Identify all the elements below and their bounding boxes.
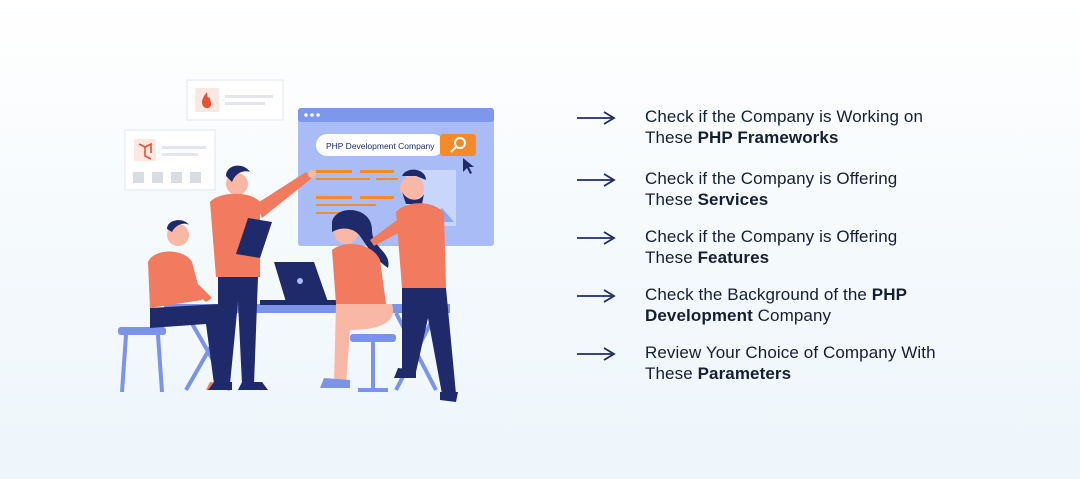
stools [118,327,396,393]
list-item-text: Check if the Company is Offering These F… [645,226,897,268]
laravel-card [124,129,216,191]
list-item-line1: Check if the Company is Working on [645,107,924,126]
arrow-right-icon [577,347,616,361]
list-item-line2: These [645,128,698,147]
person-standing-right [370,169,458,402]
list-item-text: Review Your Choice of Company With These… [645,342,936,384]
list-item-text: Check if the Company is Working on These… [645,106,923,148]
list-item-line1: Review Your Choice of Company With [645,343,936,362]
person-seated-woman [320,210,394,388]
list-item-text: Check the Background of the PHP Developm… [645,284,907,326]
list-item-line2: Company [752,306,832,325]
list-item-line1: Check if the Company is Offering [645,227,898,246]
list-item: Check if the Company is Offering These S… [576,168,1046,210]
list-item-text: Check if the Company is Offering These S… [645,168,897,210]
list-item-bold: Parameters [697,364,792,383]
person-standing-tablet [208,165,316,390]
list-item: Check the Background of the PHP Developm… [576,284,1046,326]
list-item-bold: Features [697,248,770,267]
flame-icon [202,92,212,109]
team-illustration: PHP Development Company [118,79,494,402]
search-text: PHP Development Company [326,141,435,151]
list-item-bold: Services [697,190,769,209]
list-item-line1: Check the Background of the [645,285,872,304]
list-item-line2: These [645,248,698,267]
list-item: Review Your Choice of Company With These… [576,342,1046,384]
list-item-bold: Development [645,306,753,325]
arrow-right-icon [577,289,616,303]
list-item-line1: Check if the Company is Offering [645,169,898,188]
magnifier-icon [454,137,466,149]
checklist: Check if the Company is Working on These… [576,106,1046,400]
list-item-bold: PHP Frameworks [697,128,839,147]
laravel-icon [138,142,152,160]
arrow-right-icon [577,173,616,187]
cursor-icon [463,158,474,174]
list-item-bold: PHP [871,285,908,304]
arrow-right-icon [577,231,616,245]
arrow-right-icon [577,111,616,125]
list-item: Check if the Company is Working on These… [576,106,1046,148]
search-bar [316,134,444,156]
list-item: Check if the Company is Offering These F… [576,226,1046,268]
person-seated-left [148,220,232,390]
search-button [440,134,476,156]
laptop [260,262,370,305]
list-item-line2: These [645,364,698,383]
list-item-line2: These [645,190,698,209]
codeigniter-card [186,79,284,121]
